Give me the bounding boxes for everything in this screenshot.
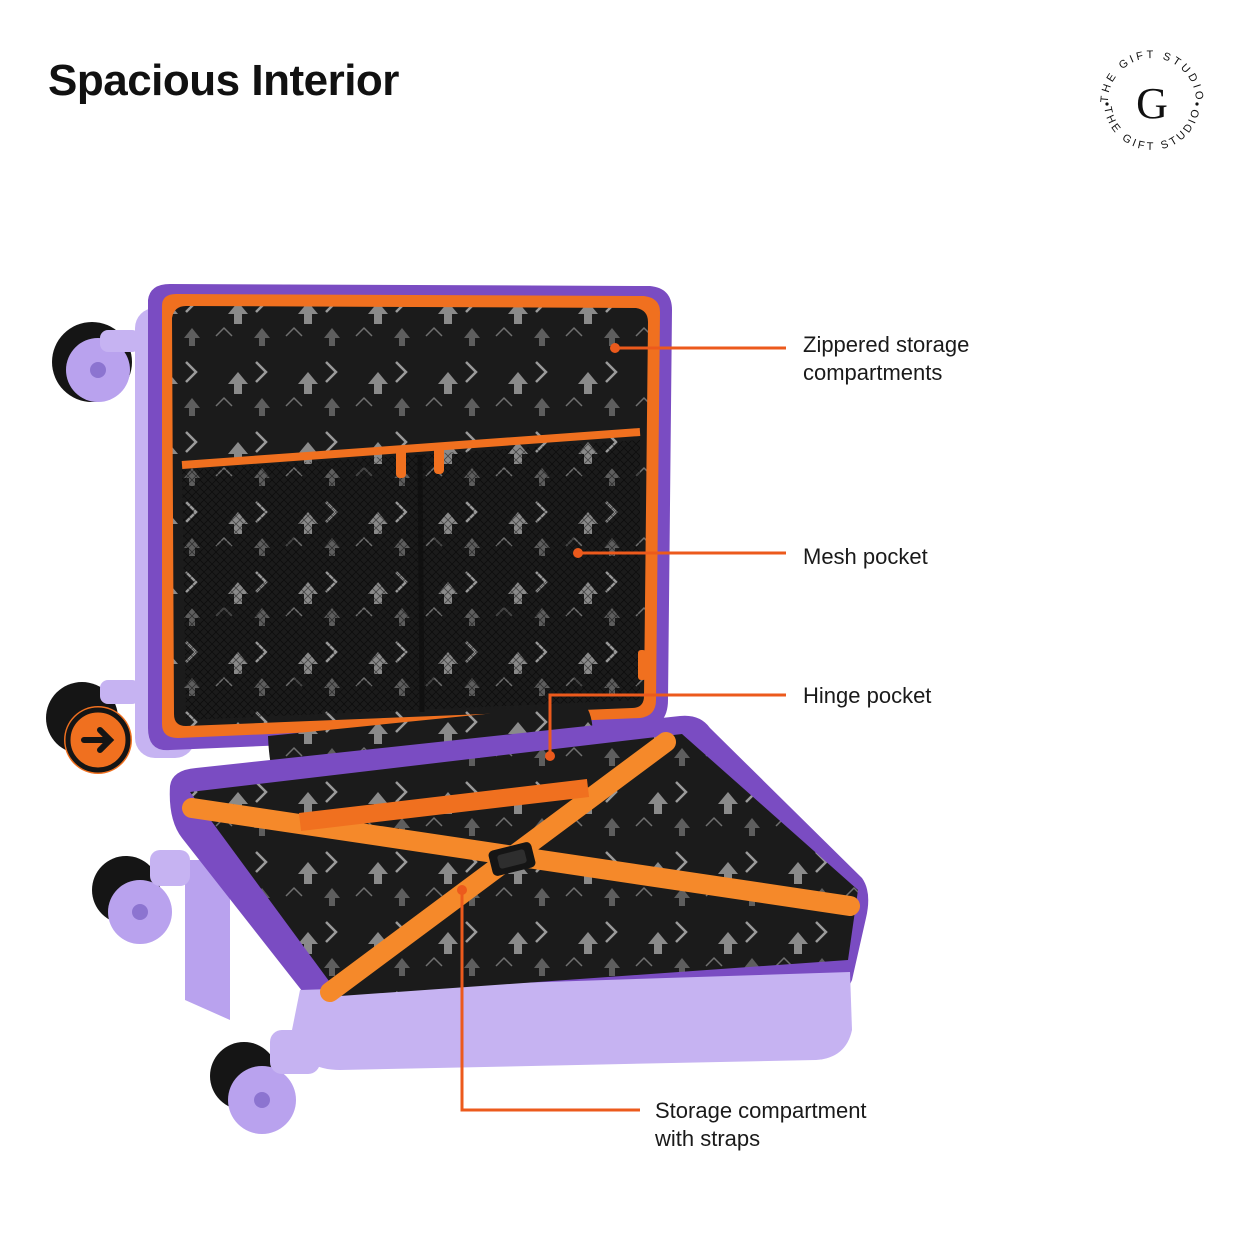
page-title: Spacious Interior [48,56,399,105]
callout-straps-line-1: Storage compartment [655,1098,867,1123]
brand-logo: THE GIFT STUDIO THE GIFT STUDIO G [1099,49,1203,153]
callout-zippered-line-1: Zippered storage [803,332,970,357]
callout-hinge-pocket: Hinge pocket [803,682,931,710]
logo-letter: G [1136,79,1168,128]
wheel-mid-left [46,680,140,774]
callout-hinge-line-1: Hinge pocket [803,683,932,708]
wheel-bottom-left-upper [92,850,190,944]
callout-zippered-line-2: compartments [803,360,943,385]
callout-straps-line-2: with straps [655,1126,761,1151]
wheel-top-left [52,322,140,402]
callout-mesh-pocket: Mesh pocket [803,543,928,571]
callout-zippered-storage: Zippered storage compartments [803,331,969,387]
callout-lines [460,346,786,1112]
callout-mesh-line-1: Mesh pocket [803,544,928,569]
wheel-bottom-left-lower [210,1030,320,1134]
callout-storage-straps: Storage compartment with straps [655,1097,867,1153]
